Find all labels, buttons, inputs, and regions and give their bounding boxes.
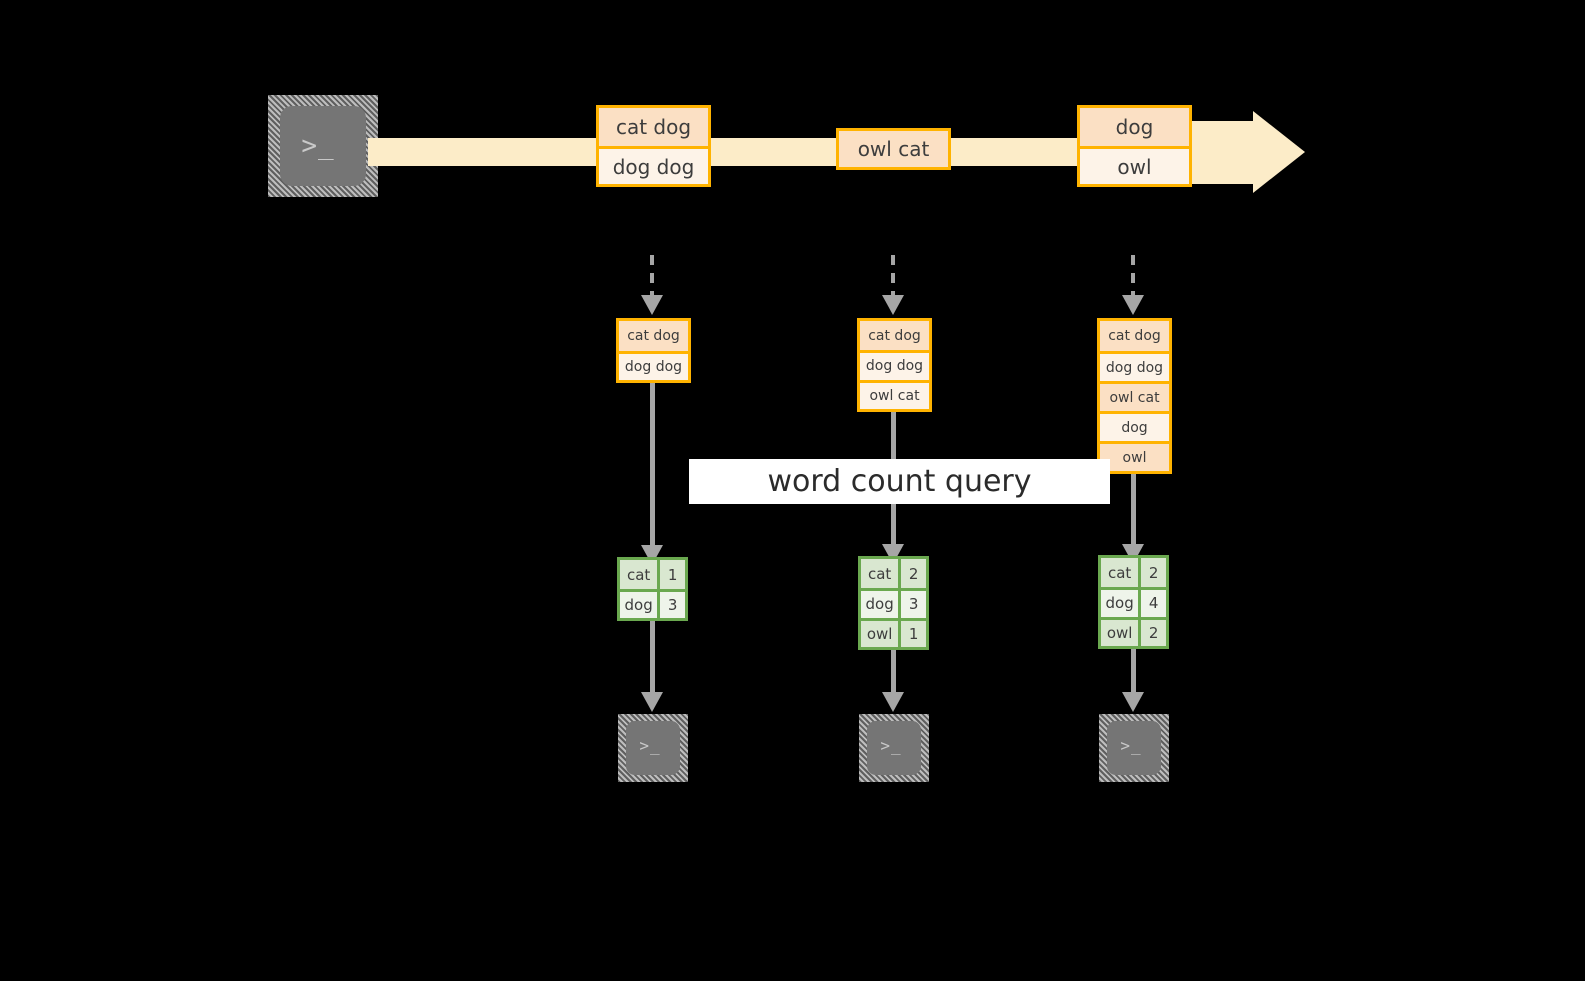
result-count: 2 (1141, 558, 1166, 588)
trigger-1-input-row: dog dog (619, 350, 688, 380)
trigger-1-query-connector (650, 383, 655, 551)
trigger-2-input-row: dog dog (860, 350, 929, 380)
trigger-3-input-row: dog (1100, 411, 1169, 441)
table-row: cat 2 (861, 559, 926, 589)
trigger-1-sink-terminal-icon: >_ (618, 714, 688, 782)
sink-terminal-prompt: >_ (1120, 736, 1142, 755)
result-word: dog (1101, 590, 1142, 617)
result-count: 3 (901, 591, 926, 618)
table-row: owl 2 (1101, 616, 1166, 646)
sink-terminal-prompt: >_ (639, 736, 661, 755)
trigger-1-input-table: cat dog dog dog (616, 318, 691, 383)
result-count: 3 (660, 592, 685, 618)
stream-batch-1-line-2: dog dog (599, 146, 708, 184)
stream-batch-3-line-2: owl (1080, 146, 1189, 184)
trigger-3-result-table: cat 2 dog 4 owl 2 (1098, 555, 1169, 649)
result-word: owl (861, 620, 902, 647)
trigger-2-input-table: cat dog dog dog owl cat (857, 318, 932, 412)
table-row: dog 3 (620, 589, 685, 618)
stream-batch-1: cat dog dog dog (596, 105, 711, 187)
trigger-3-sink-connector (1131, 649, 1136, 698)
table-row: cat 1 (620, 560, 685, 589)
terminal-screen (280, 106, 366, 186)
table-row: cat 2 (1101, 558, 1166, 588)
terminal-screen (867, 721, 921, 775)
result-word: dog (861, 591, 902, 618)
source-terminal-icon: >_ (268, 95, 378, 197)
terminal-screen (1107, 721, 1161, 775)
trigger-1-result-table: cat 1 dog 3 (617, 557, 688, 621)
source-terminal-prompt: >_ (301, 131, 335, 161)
trigger-2-result-table: cat 2 dog 3 owl 1 (858, 556, 929, 650)
stream-arrow-head (1253, 111, 1305, 193)
trigger-1-dashed-arrowhead (641, 295, 663, 315)
table-row: dog 4 (1101, 587, 1166, 617)
result-word: cat (1101, 558, 1142, 588)
stream-batch-2-line-1: owl cat (839, 131, 948, 167)
trigger-2-sink-connector (891, 650, 896, 698)
table-row: dog 3 (861, 588, 926, 618)
trigger-2-dashed-connector (891, 255, 895, 297)
trigger-3-input-table: cat dog dog dog owl cat dog owl (1097, 318, 1172, 474)
query-banner: word count query (689, 459, 1110, 504)
table-row: owl 1 (861, 617, 926, 647)
stream-batch-3-line-1: dog (1080, 108, 1189, 146)
trigger-3-input-row: dog dog (1100, 351, 1169, 381)
stream-batch-2: owl cat (836, 128, 951, 170)
query-banner-label: word count query (767, 464, 1032, 499)
result-word: owl (1101, 619, 1142, 646)
trigger-3-sink-terminal-icon: >_ (1099, 714, 1169, 782)
terminal-screen (626, 721, 680, 775)
result-word: cat (620, 560, 661, 589)
trigger-3-sink-arrowhead (1122, 692, 1144, 712)
trigger-2-input-row: owl cat (860, 379, 929, 409)
trigger-1-input-row: cat dog (619, 321, 688, 351)
result-word: cat (861, 559, 902, 589)
trigger-3-input-row: cat dog (1100, 321, 1169, 351)
trigger-3-input-row: owl cat (1100, 381, 1169, 411)
result-count: 2 (901, 559, 926, 589)
result-word: dog (620, 592, 661, 618)
trigger-3-input-row: owl (1100, 441, 1169, 471)
stream-arrow-shaft-wide (1190, 121, 1254, 184)
trigger-3-query-connector (1131, 474, 1136, 550)
sink-terminal-prompt: >_ (880, 736, 902, 755)
trigger-1-sink-arrowhead (641, 692, 663, 712)
result-count: 1 (660, 560, 685, 589)
trigger-1-dashed-connector (650, 255, 654, 297)
trigger-1-sink-connector (650, 621, 655, 697)
trigger-2-sink-terminal-icon: >_ (859, 714, 929, 782)
trigger-3-dashed-connector (1131, 255, 1135, 297)
result-count: 1 (901, 620, 926, 647)
result-count: 4 (1141, 590, 1166, 617)
trigger-2-dashed-arrowhead (882, 295, 904, 315)
trigger-3-dashed-arrowhead (1122, 295, 1144, 315)
stream-batch-1-line-1: cat dog (599, 108, 708, 146)
stream-batch-3: dog owl (1077, 105, 1192, 187)
trigger-2-sink-arrowhead (882, 692, 904, 712)
result-count: 2 (1141, 619, 1166, 646)
trigger-2-input-row: cat dog (860, 321, 929, 351)
